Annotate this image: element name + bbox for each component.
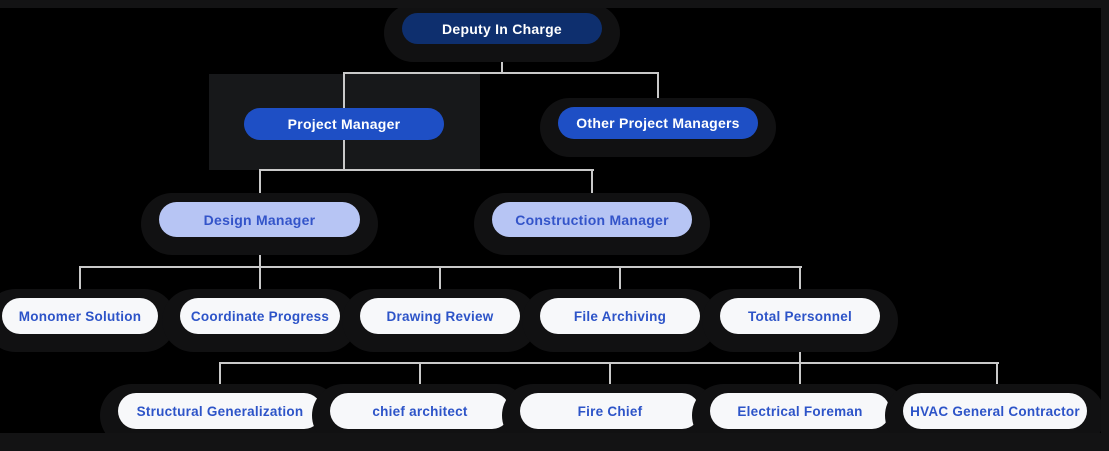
node-coordinate-progress[interactable]: Coordinate Progress [180, 298, 340, 334]
node-chief-architect[interactable]: chief architect [330, 393, 510, 429]
connector-line [657, 72, 659, 107]
node-fire-chief[interactable]: Fire Chief [520, 393, 700, 429]
connector-line [79, 266, 81, 298]
node-file-archiving[interactable]: File Archiving [540, 298, 700, 334]
node-drawing-review[interactable]: Drawing Review [360, 298, 520, 334]
node-monomer-solution[interactable]: Monomer Solution [2, 298, 158, 334]
node-other-project-managers[interactable]: Other Project Managers [558, 107, 758, 139]
node-design-manager[interactable]: Design Manager [159, 202, 360, 237]
node-electrical-foreman[interactable]: Electrical Foreman [710, 393, 890, 429]
connector-line [419, 362, 421, 393]
connector-line [343, 140, 345, 170]
connector-line [439, 266, 441, 298]
node-hvac-general-contractor[interactable]: HVAC General Contractor [903, 393, 1087, 429]
connector-line [799, 363, 801, 393]
node-structural-generalization[interactable]: Structural Generalization [118, 393, 322, 429]
connector-line [259, 169, 261, 203]
node-project-manager[interactable]: Project Manager [244, 108, 444, 140]
node-deputy-in-charge[interactable]: Deputy In Charge [402, 13, 602, 44]
connector-line [343, 72, 345, 108]
node-construction-manager[interactable]: Construction Manager [492, 202, 692, 237]
node-total-personnel[interactable]: Total Personnel [720, 298, 880, 334]
connector-line [343, 72, 659, 74]
connector-line [259, 266, 261, 298]
connector-line [259, 169, 594, 171]
connector-line [219, 362, 221, 393]
connector-line [591, 169, 593, 202]
connector-line [619, 266, 621, 298]
connector-line [609, 362, 611, 393]
connector-line [996, 362, 998, 393]
